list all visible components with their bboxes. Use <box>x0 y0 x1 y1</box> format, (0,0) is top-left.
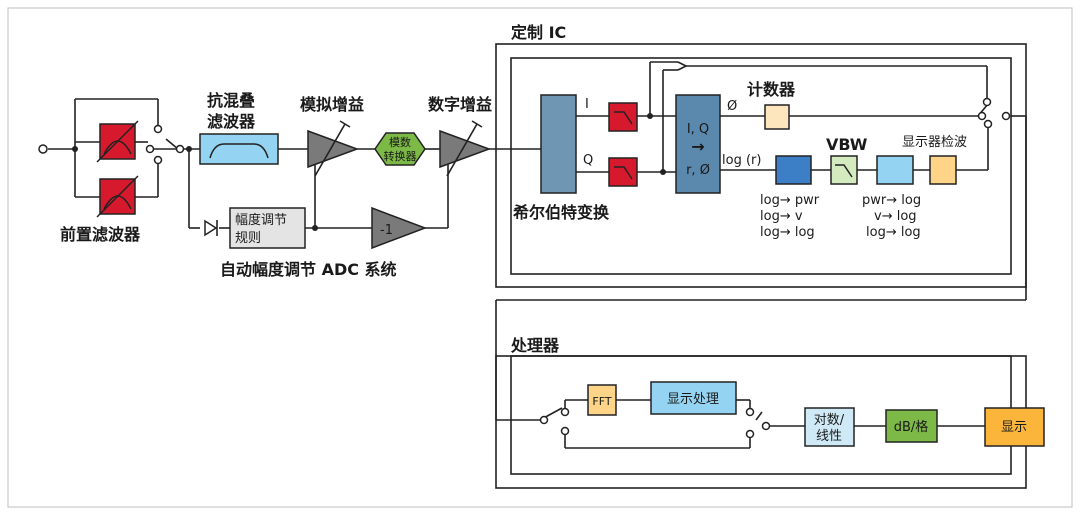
conv-right-1: pwr→ log <box>862 193 921 208</box>
counter-label: 计数器 <box>747 80 796 99</box>
processor-border <box>495 355 1027 489</box>
display-label: 显示 <box>1001 420 1027 435</box>
custom-ic-title: 定制 IC <box>510 23 566 42</box>
vbw-filter <box>830 155 858 185</box>
digital-gain-amp <box>439 120 492 177</box>
phase-output-label: Ø <box>727 99 737 114</box>
hilbert-label: 希尔伯特变换 <box>513 203 610 222</box>
antialias-filter <box>199 133 279 165</box>
counter-block <box>764 104 790 130</box>
analog-gain-label: 模拟增益 <box>300 95 364 114</box>
outer-frame <box>7 7 1073 508</box>
processor-title: 处理器 <box>510 336 560 355</box>
conv-left-2: log→ v <box>760 209 803 224</box>
q-channel-label: Q <box>583 153 593 168</box>
preselector-filter-2 <box>96 175 139 218</box>
adc-block <box>374 132 426 166</box>
conv-right-3: log→ log <box>866 225 921 240</box>
fft-block <box>587 384 617 416</box>
custom-ic-inner-border <box>510 57 1012 275</box>
switch-terminals <box>38 97 1011 439</box>
antialias-label-line2: 滤波器 <box>207 112 256 131</box>
loglin-block <box>804 407 855 447</box>
inverse-convert-block <box>876 155 914 185</box>
adc-label-line2: 转换器 <box>384 149 417 163</box>
junction-dots <box>72 113 666 231</box>
invert-amp-label: -1 <box>380 223 393 238</box>
wiring <box>48 43 1027 489</box>
i-channel-label: I <box>585 97 589 112</box>
antialias-label-line1: 抗混叠 <box>207 91 255 110</box>
log-convert-block <box>775 155 812 185</box>
range-rule-block <box>229 207 306 249</box>
display-block <box>984 407 1045 447</box>
display-detector-label: 显示器检波 <box>902 135 967 150</box>
display-process-label: 显示处理 <box>667 392 719 407</box>
invert-amp <box>371 206 428 250</box>
display-process-block <box>650 381 737 415</box>
preselector-label: 前置滤波器 <box>60 225 141 244</box>
cordic-iq-label: I, Q <box>687 122 709 137</box>
cordic-rphi-label: r, Ø <box>686 163 710 178</box>
cordic-block <box>675 94 721 194</box>
conv-left-3: log→ log <box>760 225 815 240</box>
cordic-arrow: → <box>691 137 704 156</box>
adc-label-line1: 模数 <box>389 136 411 149</box>
vbw-label: VBW <box>826 135 868 154</box>
dbdiv-label: dB/格 <box>894 419 929 435</box>
diode-symbol <box>204 219 218 237</box>
range-rule-line1: 幅度调节 <box>235 212 287 228</box>
hilbert-block <box>540 94 577 194</box>
fft-label: FFT <box>592 395 611 408</box>
i-lowpass-filter <box>608 102 638 132</box>
q-lowpass-filter <box>608 157 638 187</box>
autorange-system-label: 自动幅度调节 ADC 系统 <box>220 260 397 279</box>
log-r-output-label: log (r) <box>722 153 761 168</box>
loglin-label-line2: 线性 <box>816 429 842 444</box>
digital-gain-label: 数字增益 <box>428 95 492 114</box>
preselector-filter-1 <box>96 120 139 163</box>
dbdiv-block <box>885 409 938 443</box>
analog-gain-amp <box>307 120 360 177</box>
loglin-label-line1: 对数/ <box>814 413 845 428</box>
conv-left-1: log→ pwr <box>760 193 820 208</box>
range-rule-line2: 规则 <box>235 231 261 246</box>
display-detector-block <box>929 155 957 185</box>
conv-right-2: v→ log <box>874 209 917 224</box>
